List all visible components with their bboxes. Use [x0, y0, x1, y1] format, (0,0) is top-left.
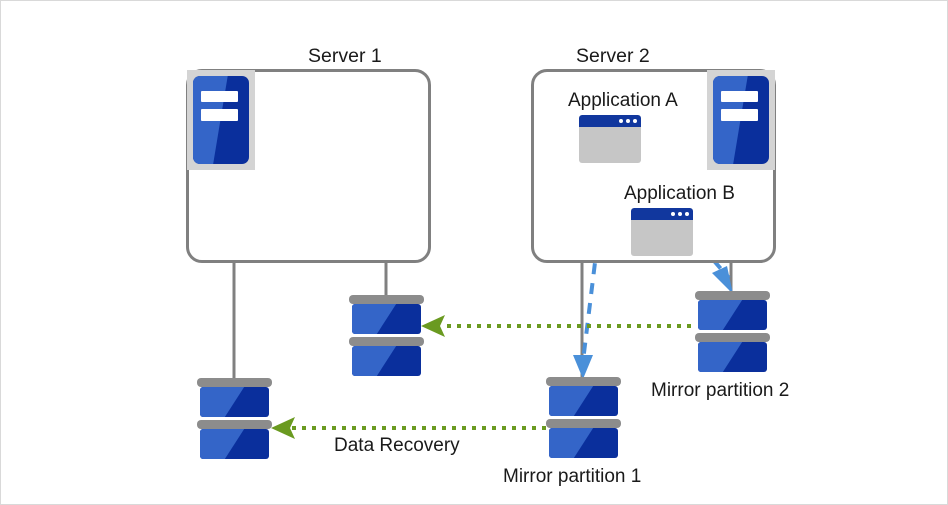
window-dots-icon [670, 212, 689, 217]
server-tower-icon-2 [707, 70, 775, 170]
server-tower-icon-1 [187, 70, 255, 170]
window-dots-icon [618, 119, 637, 124]
app-window-titlebar [579, 115, 641, 128]
server-1-title: Server 1 [308, 45, 382, 67]
mirror-partition-1-label: Mirror partition 1 [503, 466, 642, 487]
arrowhead-mirror-write-b [712, 266, 733, 294]
application-b-window-icon[interactable] [631, 208, 693, 256]
application-a-window-icon[interactable] [579, 115, 641, 163]
app-window-titlebar [631, 208, 693, 221]
server-2-title: Server 2 [576, 45, 650, 67]
disk-server1-lower [197, 378, 272, 461]
disk-mirror-partition-2 [695, 291, 770, 374]
disk-mirror-partition-1 [546, 377, 621, 460]
arrowhead-data-recovery-lower [271, 417, 295, 439]
arrowhead-data-recovery-upper [421, 315, 445, 337]
disk-server1-upper [349, 295, 424, 378]
application-a-label: Application A [568, 90, 678, 111]
data-recovery-label: Data Recovery [334, 435, 460, 456]
application-b-label: Application B [624, 183, 735, 204]
mirror-partition-2-label: Mirror partition 2 [651, 380, 790, 401]
arrowhead-mirror-write-a [573, 355, 593, 379]
